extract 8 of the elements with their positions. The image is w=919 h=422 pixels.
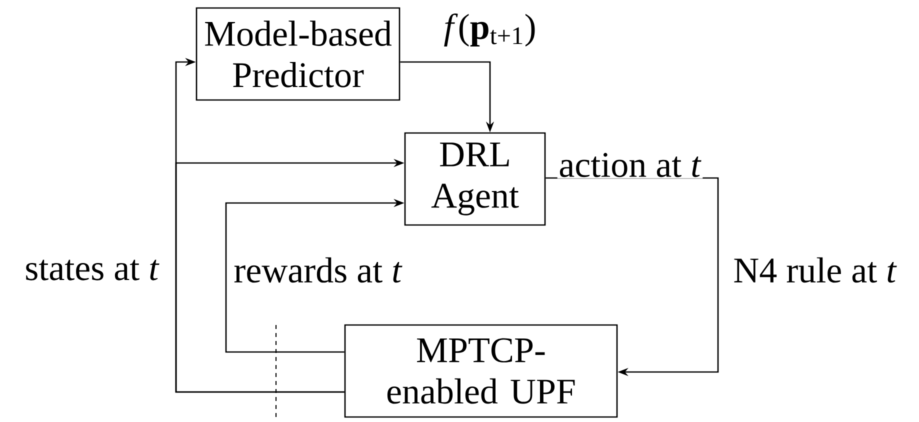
process-box: DRL Agent (404, 132, 546, 226)
edge-label: rewards at t (232, 256, 404, 284)
process-box: Model-based Predictor (196, 7, 400, 101)
edge-label: f(p$_{t+1}$) (442, 12, 538, 48)
edge-label: states at t (23, 258, 161, 282)
edge-label: action at t (557, 152, 703, 178)
process-box: MPTCP-enabled UPF (344, 324, 618, 418)
flow-label: N4 rule at t (732, 256, 898, 284)
